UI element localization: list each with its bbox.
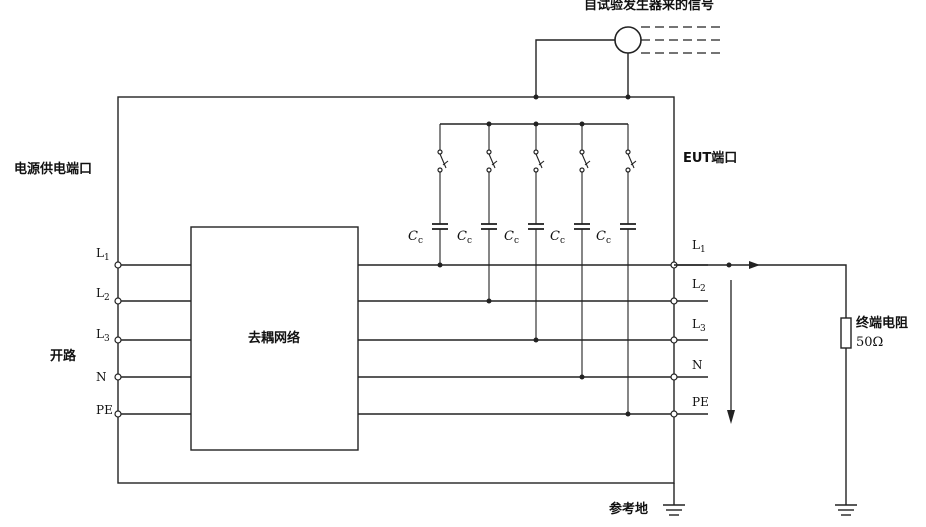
switch-contact [486, 167, 492, 173]
switch-mark [491, 160, 498, 166]
right-terminal-label: PE [692, 395, 709, 409]
decoupling-network-box [190, 226, 359, 451]
switch-mark [630, 160, 637, 166]
right-terminal-label-subscript: 1 [700, 245, 706, 255]
ground-icon [663, 504, 685, 516]
signal-connector-icon [614, 26, 720, 54]
switch-blade-icon [535, 153, 543, 169]
input-terminal [114, 297, 122, 305]
left-terminal-label: L2 [96, 286, 110, 303]
switch-contact [437, 149, 443, 155]
right-terminal-label-subscript: 3 [700, 324, 706, 334]
ground-icon [835, 504, 857, 516]
switch-contact [437, 167, 443, 173]
left-terminal-label: L1 [96, 246, 110, 263]
left-terminal-label-subscript: 2 [104, 293, 110, 303]
switch-contact [625, 149, 631, 155]
switch-blade-icon [627, 153, 635, 169]
left-terminal-label: N [96, 370, 107, 384]
eut-terminal [670, 410, 678, 418]
switch-contact [486, 149, 492, 155]
eut-port-label: EUT端口 [683, 150, 737, 166]
capacitor-label: Cc [504, 229, 519, 246]
enclosure-outline [117, 96, 675, 484]
eut-terminal [670, 336, 678, 344]
capacitor-label: Cc [457, 229, 472, 246]
switch-contact [533, 167, 539, 173]
reference-ground-label: 参考地 [609, 501, 648, 517]
termination-resistor-label: 终端电阻 [856, 315, 908, 331]
switch-blade-icon [439, 153, 447, 169]
decoupling-network-label: 去耦网络 [248, 330, 300, 346]
resistor-value: 50Ω [856, 335, 883, 350]
left-terminal-label-subscript: 3 [104, 334, 110, 344]
switch-contact [579, 167, 585, 173]
left-terminal-label: L3 [96, 327, 110, 344]
switch-mark [442, 160, 449, 166]
capacitor-subscript: c [418, 236, 423, 246]
capacitor-subscript: c [514, 236, 519, 246]
left-terminal-label-subscript: 1 [104, 253, 110, 263]
junction-dot [726, 262, 732, 268]
switch-mark [538, 160, 545, 166]
signal-source-label: 自试验发生器来的信号 [584, 0, 714, 13]
capacitor-label: Cc [596, 229, 611, 246]
power-port-label: 电源供电端口 [14, 161, 92, 177]
power-lines [114, 261, 708, 418]
input-terminal [114, 410, 122, 418]
right-terminal-label-subscript: 2 [700, 284, 706, 294]
input-terminal [114, 373, 122, 381]
eut-terminal [670, 373, 678, 381]
switch-blade-icon [581, 153, 589, 169]
eut-terminal [670, 297, 678, 305]
capacitor-label: Cc [408, 229, 423, 246]
switch-contact [533, 149, 539, 155]
capacitor-subscript: c [467, 236, 472, 246]
arrow-down-icon [727, 410, 735, 424]
input-terminal [114, 261, 122, 269]
left-terminal-label: PE [96, 403, 113, 417]
termination-resistor-icon [840, 317, 852, 349]
switch-contact [579, 149, 585, 155]
capacitor-subscript: c [560, 236, 565, 246]
right-terminal-label: L2 [692, 277, 706, 294]
switch-blade-icon [488, 153, 496, 169]
open-circuit-label: 开路 [50, 348, 77, 364]
arrow-left-icon [749, 261, 760, 269]
right-terminal-label: N [692, 358, 703, 372]
input-terminal [114, 336, 122, 344]
signal-feed-wire [535, 39, 615, 97]
switch-mark [584, 160, 591, 166]
capacitor-subscript: c [606, 236, 611, 246]
junction-dot [533, 94, 539, 100]
junction-dot [625, 94, 631, 100]
capacitor-label: Cc [550, 229, 565, 246]
right-terminal-label: L1 [692, 238, 706, 255]
right-terminal-label: L3 [692, 317, 706, 334]
coupling-branches: Cc Cc Cc Cc Cc [408, 124, 637, 417]
switch-contact [625, 167, 631, 173]
